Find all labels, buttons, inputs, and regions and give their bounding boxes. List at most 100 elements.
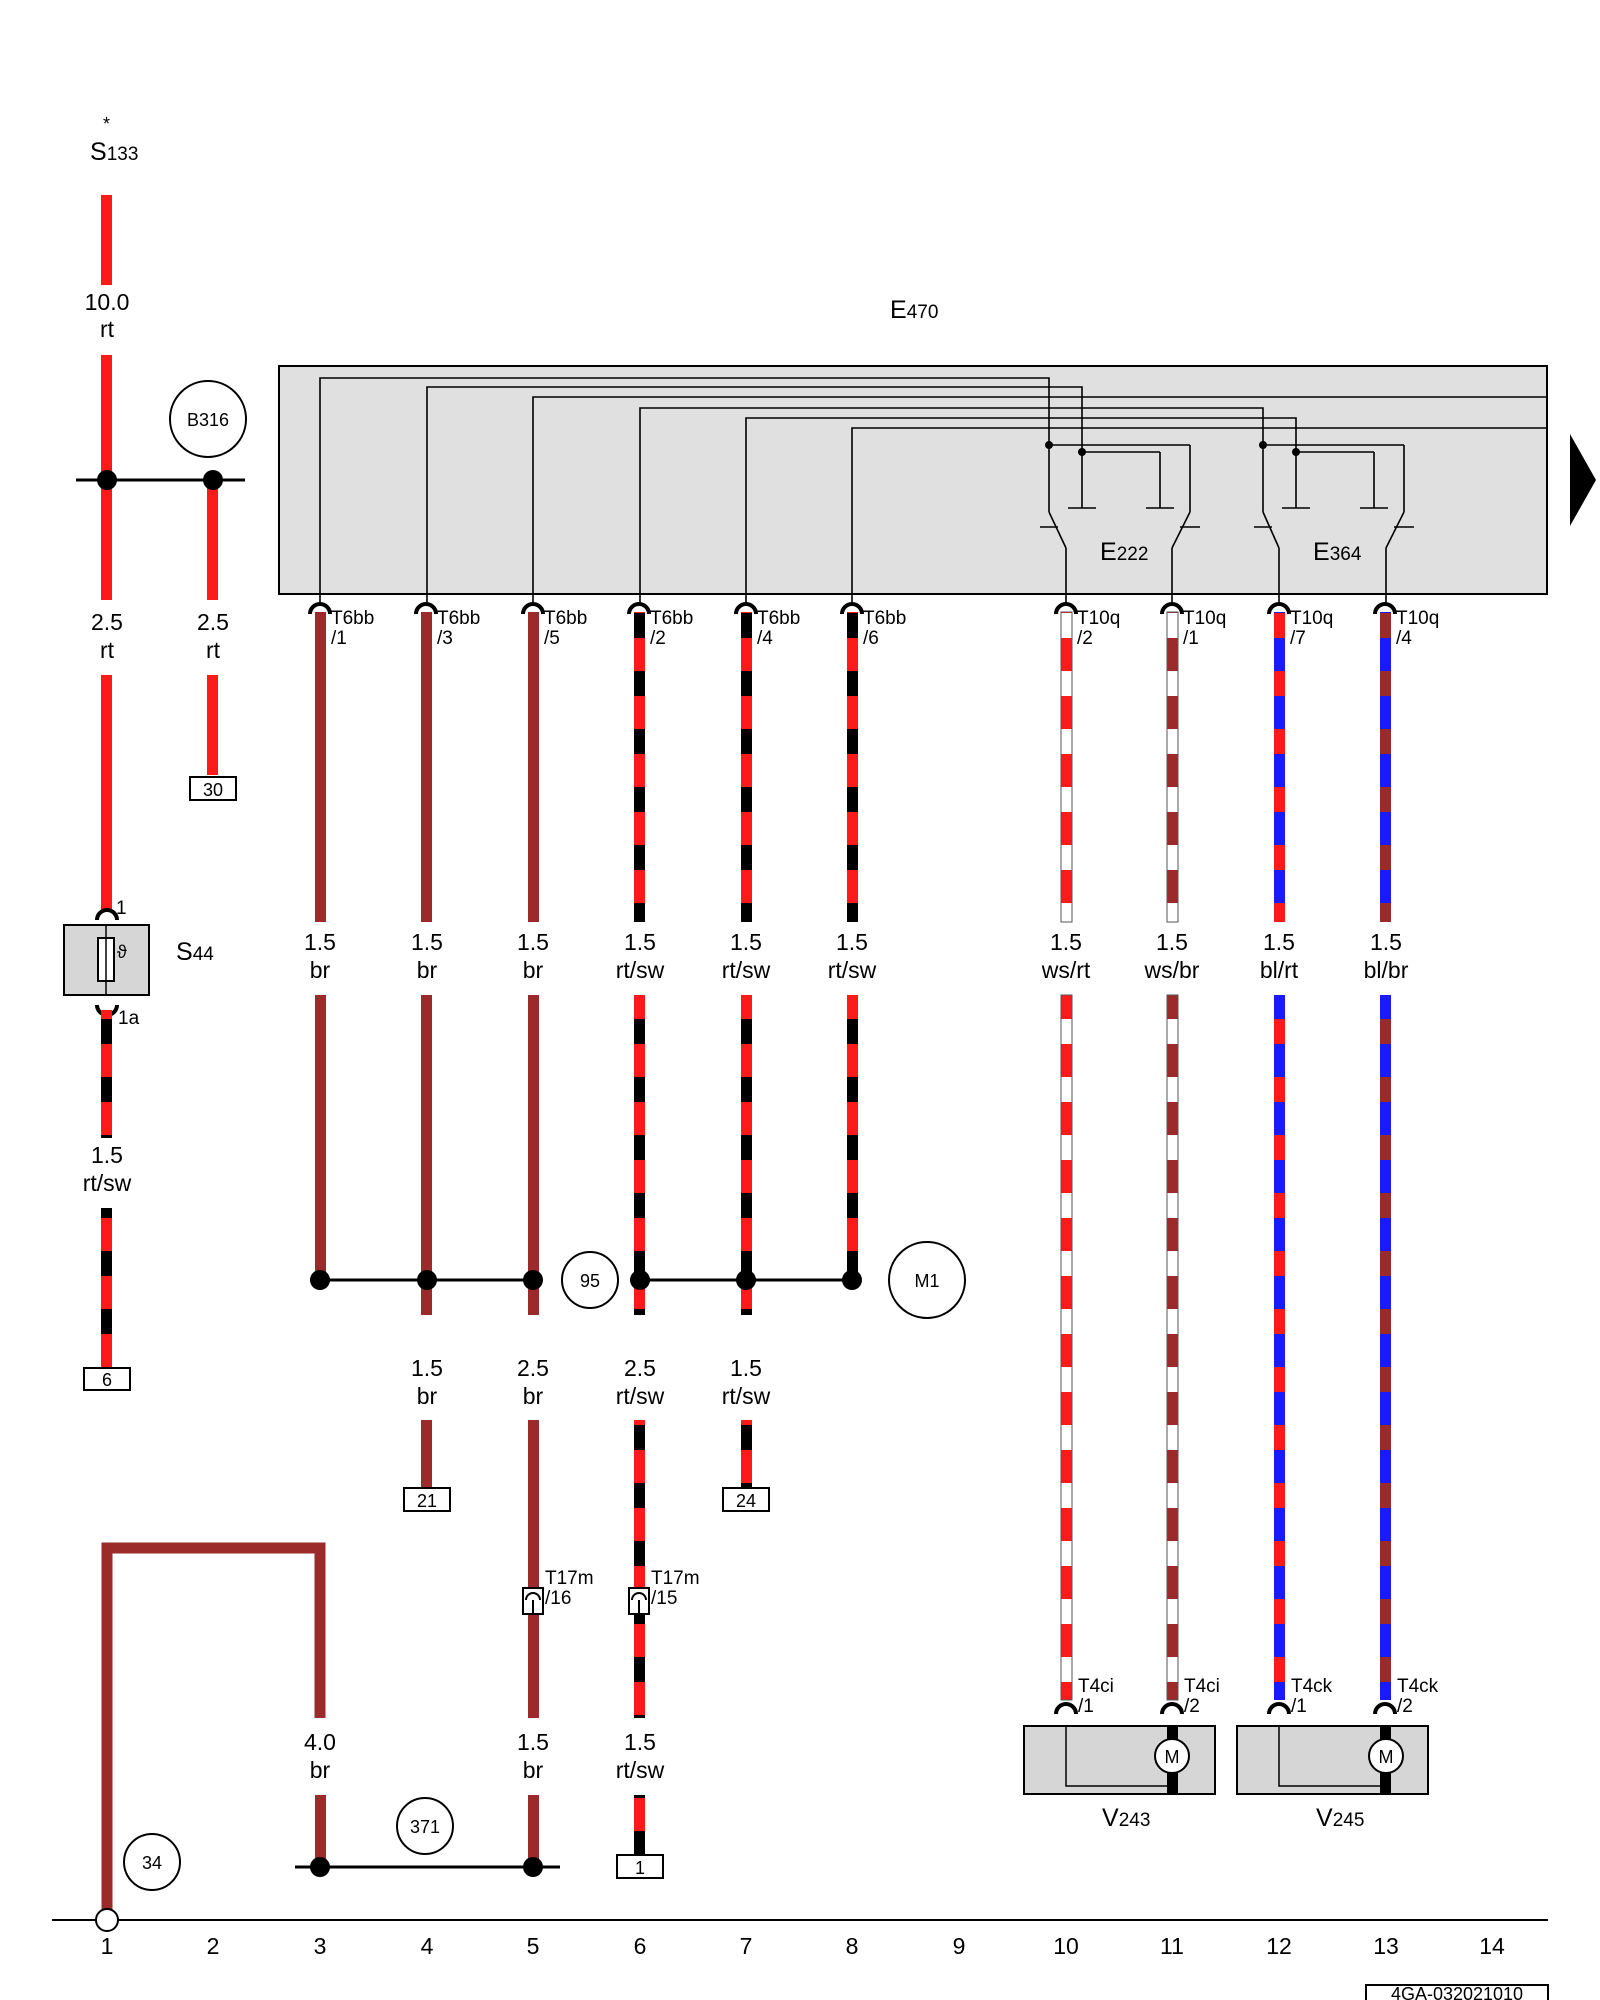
- ref-24-label: 24: [736, 1491, 756, 1511]
- motor-icon: [1368, 1738, 1404, 1774]
- wire-t11: [1167, 612, 1178, 922]
- wire-t5-down: [528, 1420, 539, 1720]
- wire-t1-rtsw: [101, 1010, 112, 1138]
- wire-label-color: br: [417, 1383, 438, 1409]
- wire-t8: [847, 612, 858, 922]
- e470-internal-wiring: [319, 377, 1546, 606]
- wire-t3: [315, 612, 326, 922]
- e222-label: E222: [1100, 538, 1148, 566]
- wire-label-color: rt/sw: [616, 1383, 665, 1409]
- wire-label-size: 2.5: [517, 1355, 549, 1381]
- wire-t10: [1061, 612, 1072, 922]
- ref-box-24: [722, 1487, 770, 1512]
- wire-t4-ref: [421, 1420, 432, 1488]
- wire-label-color: rt/sw: [722, 1383, 771, 1409]
- wire-t8-low: [847, 995, 858, 1280]
- wire-label-size: 4.0: [304, 1729, 336, 1755]
- wire-t3-low: [315, 995, 326, 1280]
- svg-text:12: 12: [1266, 1933, 1292, 1959]
- wire-label-size: 1.5: [411, 1355, 443, 1381]
- connector-t10q-1: T10q/1: [1183, 608, 1226, 649]
- splice-m1-label: M1: [914, 1271, 939, 1291]
- motor-icon-label: M: [1379, 1747, 1394, 1767]
- wire-outlines: [1060, 611, 1179, 923]
- wire-label-size: 1.5: [1370, 929, 1402, 955]
- doc-id: 4GA-032021010: [1391, 1984, 1523, 2000]
- s44-pin-in: 1: [116, 898, 127, 919]
- svg-text:11: 11: [1160, 1933, 1184, 1959]
- splice-m1: [888, 1241, 966, 1319]
- wire-t6-low: [634, 995, 645, 1315]
- wire-t5: [528, 612, 539, 922]
- wire-t12: [1274, 612, 1285, 922]
- wire-label-color: rt: [206, 637, 221, 663]
- wire-label-color: ws/rt: [1041, 957, 1091, 983]
- connector-pin-icons: [308, 602, 1397, 615]
- splice-b316: [169, 380, 247, 458]
- pin-arc: [525, 1592, 541, 1601]
- svg-text:13: 13: [1373, 1933, 1399, 1959]
- svg-text:9: 9: [953, 1933, 966, 1959]
- wire-label-color: rt: [100, 637, 115, 663]
- wire-t2-upper: [207, 480, 218, 600]
- svg-text:1: 1: [101, 1933, 114, 1959]
- e470-module-box: [278, 365, 1548, 595]
- wire-label-color: rt/sw: [828, 957, 877, 983]
- wire-label-size: 2.5: [91, 609, 123, 635]
- ref-box-21: [403, 1487, 451, 1512]
- motor-v245-box: [1236, 1725, 1429, 1795]
- wire-t5-bot: [528, 1795, 539, 1867]
- v243-label: V243: [1102, 1804, 1150, 1832]
- wire-t1-top: [101, 195, 112, 285]
- wire-label-color: bl/rt: [1260, 957, 1299, 983]
- s44-pin-out: 1a: [118, 1008, 140, 1029]
- svg-text:2: 2: [207, 1933, 220, 1959]
- wire-t10-low: [1061, 995, 1072, 1700]
- wire-label-color: rt/sw: [616, 957, 665, 983]
- wire-label-color: rt/sw: [722, 957, 771, 983]
- ref-1-label: 1: [635, 1858, 645, 1878]
- wire-label-size: 1.5: [624, 929, 656, 955]
- ground-34: [123, 1833, 181, 1891]
- motor-v245-wiring: [1278, 1726, 1386, 1787]
- wire-t12-low: [1274, 995, 1285, 1700]
- wire-label-color: rt: [100, 316, 115, 342]
- connector-t6bb-1: T6bb/1: [331, 608, 374, 649]
- wire-label-size: 1.5: [1263, 929, 1295, 955]
- continuation-arrow-icon: [1570, 434, 1596, 526]
- connector-t6bb-3: T6bb/3: [437, 608, 480, 649]
- ground-point: [95, 1908, 119, 1932]
- connector-t4ck-2: T4ck/2: [1397, 1676, 1439, 1717]
- wire-cover: [500, 1718, 670, 1790]
- connector-t6bb-6: T6bb/6: [863, 608, 906, 649]
- wire-t4: [421, 612, 432, 922]
- connector-t4ck-1: T4ck/1: [1291, 1676, 1333, 1717]
- wire-label-color: bl/br: [1364, 957, 1409, 983]
- ref-30-label: 30: [203, 780, 223, 800]
- track-numbers: 1 2 3 4 5 6 7 8 9 10 11 12 13 14: [101, 1933, 1505, 1959]
- wire-t7-low: [741, 995, 752, 1315]
- ref-box-30: [189, 776, 237, 801]
- wire-t3-bot: [315, 1795, 326, 1867]
- wire-t2-low: [207, 675, 218, 775]
- wire-label-size: 2.5: [197, 609, 229, 635]
- connector-t4ci-2: T4ci/2: [1184, 1676, 1220, 1717]
- wire-label-size: 1.5: [304, 929, 336, 955]
- wire-label-size: 10.0: [85, 289, 130, 315]
- svg-text:7: 7: [740, 1933, 753, 1959]
- svg-text:14: 14: [1479, 1933, 1505, 1959]
- wire-label-size: 2.5: [624, 1355, 656, 1381]
- splice-371-label: 371: [410, 1817, 440, 1837]
- wire-t6-down: [634, 1420, 645, 1720]
- wire-label-size: 1.5: [517, 1729, 549, 1755]
- wire-label-color: br: [523, 1757, 544, 1783]
- wire-label-color: br: [523, 957, 544, 983]
- connector-t4ci-1: T4ci/1: [1078, 1676, 1114, 1717]
- wire-label-size: 1.5: [517, 929, 549, 955]
- wire-label-size: 1.5: [411, 929, 443, 955]
- splice-95: [561, 1251, 619, 1309]
- wire-cover: [290, 1718, 350, 1790]
- wire-t5-low: [528, 995, 539, 1315]
- svg-text:3: 3: [314, 1933, 327, 1959]
